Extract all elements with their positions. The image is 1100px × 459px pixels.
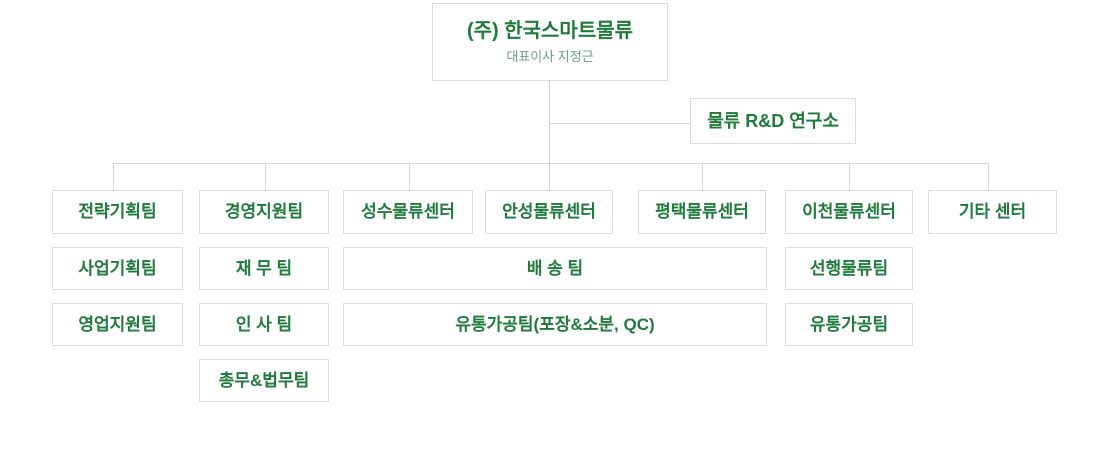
node-management-support-team: 경영지원팀 (199, 190, 329, 234)
node-pyeongtaek-logistics-center: 평택물류센터 (638, 190, 766, 234)
node-delivery-team: 배 송 팀 (343, 247, 767, 290)
node-seongsu-logistics-center: 성수물류센터 (343, 190, 473, 234)
connector-stub-col2 (265, 163, 266, 190)
connector-root-vertical (549, 81, 550, 190)
node-advance-logistics-team: 선행물류팀 (785, 247, 913, 290)
connector-rnd-branch (549, 123, 690, 124)
connector-stub-col5 (702, 163, 703, 190)
node-business-planning-team: 사업기획팀 (52, 247, 183, 290)
node-general-affairs-legal-team: 총무&법무팀 (199, 359, 329, 402)
connector-stub-col1 (113, 163, 114, 190)
node-sales-support-team: 영업지원팀 (52, 303, 183, 346)
node-icheon-logistics-center: 이천물류센터 (785, 190, 913, 234)
ceo-title-name: 대표이사 지정근 (506, 48, 594, 64)
node-anseong-logistics-center: 안성물류센터 (485, 190, 613, 234)
connector-stub-col7 (988, 163, 989, 190)
company-name: (주) 한국스마트물류 (466, 19, 634, 42)
node-hr-team: 인 사 팀 (199, 303, 329, 346)
connector-main-horizontal (113, 163, 989, 164)
node-distribution-processing-team: 유통가공팀 (785, 303, 913, 346)
node-strategy-planning-team: 전략기획팀 (52, 190, 183, 234)
node-etc-center: 기타 센터 (928, 190, 1057, 234)
company-root-node: (주) 한국스마트물류 대표이사 지정근 (432, 3, 668, 81)
node-processing-packaging-qc-team: 유통가공팀(포장&소분, QC) (343, 303, 767, 346)
connector-stub-col6 (849, 163, 850, 190)
connector-stub-col3 (409, 163, 410, 190)
node-finance-team: 재 무 팀 (199, 247, 329, 290)
rnd-lab-node: 물류 R&D 연구소 (690, 98, 856, 144)
